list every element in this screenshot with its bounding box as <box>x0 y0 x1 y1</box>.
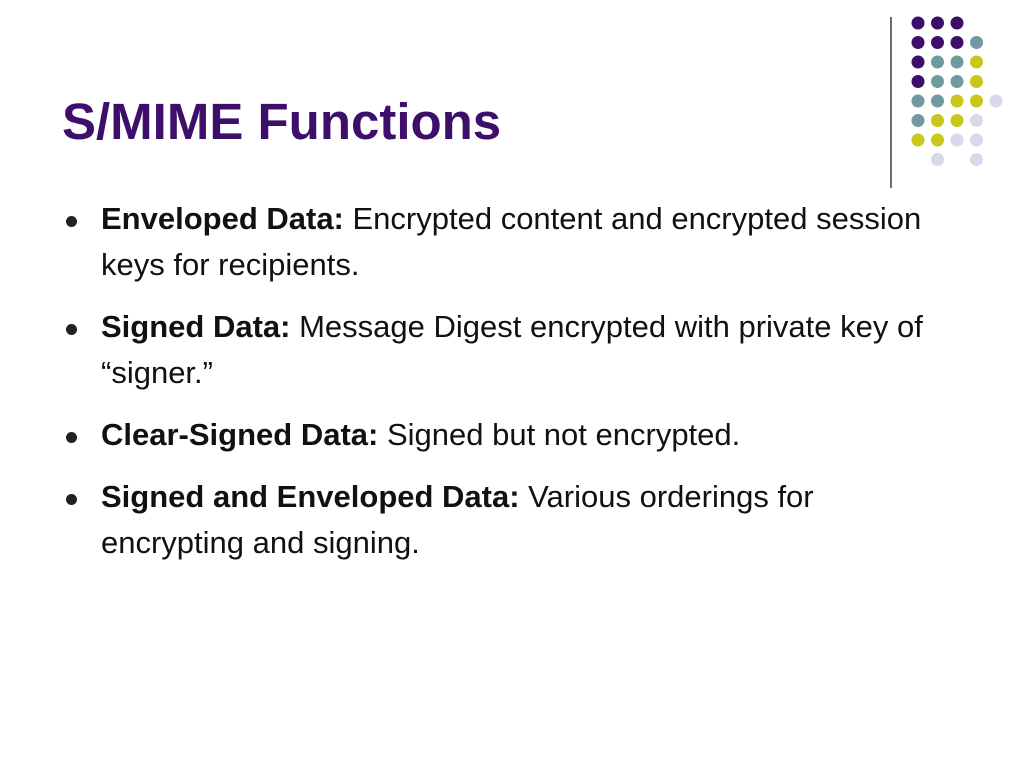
decorative-dot <box>911 36 925 49</box>
decorative-dot <box>950 55 964 69</box>
decorative-dot <box>950 94 964 108</box>
bullet-dot <box>66 216 77 227</box>
bullet-dot <box>66 432 77 443</box>
decorative-dot <box>950 114 964 127</box>
bullet-term: Enveloped Data: <box>101 201 344 236</box>
decorative-dot <box>931 16 944 30</box>
bullet-list: Enveloped Data: Encrypted content and en… <box>62 196 962 582</box>
bullet-item-signed-and-enveloped-data: Signed and Enveloped Data: Various order… <box>62 474 962 566</box>
bullet-item-clear-signed-data: Clear-Signed Data: Signed but not encryp… <box>62 412 962 458</box>
bullet-description: Various orderings for encrypting and sig… <box>101 479 814 560</box>
decorative-dot <box>970 153 983 166</box>
slide-title: S/MIME Functions <box>62 93 502 150</box>
bullet-term: Signed Data: <box>101 309 291 344</box>
decorative-dot <box>950 36 964 49</box>
decorative-dot <box>911 75 925 88</box>
decorative-dot <box>911 114 925 127</box>
bullet-dot <box>66 494 77 505</box>
decorative-dot <box>970 94 983 108</box>
bullet-term: Clear-Signed Data: <box>101 417 379 452</box>
bullet-dot <box>66 324 77 335</box>
decorative-dot <box>931 94 944 108</box>
decorative-dot <box>931 153 944 166</box>
title-divider-line <box>890 17 892 188</box>
decorative-dot <box>970 133 983 147</box>
decorative-dot <box>970 75 983 88</box>
decorative-dot <box>911 55 925 69</box>
decorative-dot <box>970 55 983 69</box>
decorative-dot <box>970 36 983 49</box>
decorative-dot <box>931 55 944 69</box>
bullet-item-signed-data: Signed Data: Message Digest encrypted wi… <box>62 304 962 396</box>
decorative-dot <box>970 114 983 127</box>
decorative-dot <box>931 75 944 88</box>
bullet-description: Signed but not encrypted. <box>378 417 741 452</box>
decorative-dot <box>911 133 925 147</box>
decorative-dot <box>989 94 1003 108</box>
decorative-dot <box>950 16 964 30</box>
bullet-term: Signed and Enveloped Data: <box>101 479 520 514</box>
decorative-dot <box>931 36 944 49</box>
decorative-dot <box>931 133 944 147</box>
bullet-description: Encrypted content and encrypted session … <box>101 201 922 282</box>
decorative-dot <box>911 94 925 108</box>
bullet-description: Message Digest encrypted with private ke… <box>101 309 923 390</box>
decorative-dot <box>950 75 964 88</box>
decorative-dot <box>950 133 964 147</box>
decorative-dot <box>911 16 925 30</box>
bullet-item-enveloped-data: Enveloped Data: Encrypted content and en… <box>62 196 962 288</box>
decorative-dot <box>931 114 944 127</box>
